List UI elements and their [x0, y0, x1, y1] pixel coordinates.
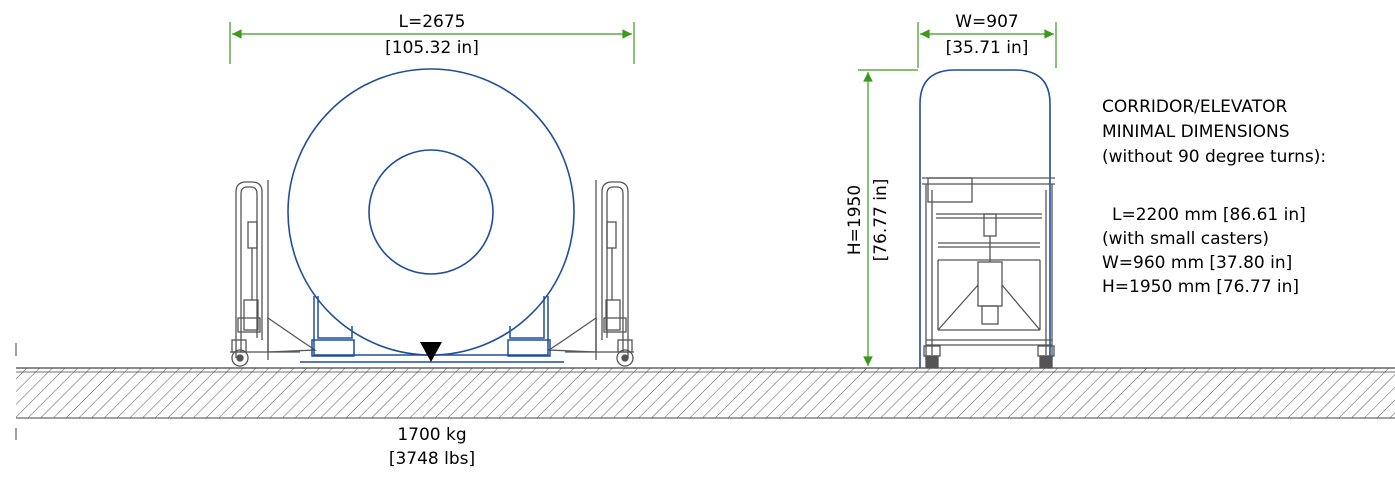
corridor-notes: CORRIDOR/ELEVATOR MINIMAL DIMENSIONS (wi… [1102, 97, 1326, 297]
notes-line-2: (with small casters) [1102, 229, 1269, 249]
front-view [919, 69, 1055, 369]
notes-heading-line-2: MINIMAL DIMENSIONS [1102, 122, 1290, 142]
length-dim-imperial: [105.32 in] [385, 38, 479, 58]
front-frame [922, 177, 1055, 360]
left-lift-bracket [267, 316, 318, 353]
ground-hatch [16, 368, 1395, 418]
front-right-caster [1037, 345, 1055, 369]
length-dim-value: L=2675 [399, 12, 466, 32]
notes-heading-line-1: CORRIDOR/ELEVATOR [1102, 97, 1287, 117]
right-handle-frame [565, 180, 634, 360]
notes-line-4: H=1950 mm [76.77 in] [1102, 277, 1299, 297]
weight-value: 1700 kg [397, 425, 466, 445]
width-dimension: W=907 [35.71 in] [917, 12, 1057, 68]
weight-imperial: [3748 lbs] [389, 449, 475, 469]
height-dim-value: H=1950 [845, 185, 865, 255]
height-dim-imperial: [76.77 in] [871, 179, 891, 262]
width-dim-imperial: [35.71 in] [946, 38, 1029, 58]
coil-inner [368, 149, 494, 275]
front-coil-outline [919, 69, 1051, 368]
notes-heading-line-3: (without 90 degree turns): [1102, 147, 1326, 167]
ground [15, 343, 1395, 440]
left-handle-frame [230, 180, 300, 360]
notes-line-1: L=2200 mm [86.61 in] [1112, 205, 1306, 225]
right-caster [616, 339, 634, 367]
width-dim-value: W=907 [955, 12, 1019, 32]
right-lift-bracket [546, 316, 597, 353]
left-caster [231, 339, 249, 367]
center-of-gravity-marker [420, 342, 442, 362]
side-view [230, 68, 634, 367]
length-dimension: L=2675 [105.32 in] [229, 12, 635, 64]
height-dimension: H=1950 [76.77 in] [845, 69, 918, 366]
front-left-caster [923, 345, 941, 369]
coil-outer [287, 68, 575, 356]
notes-line-3: W=960 mm [37.80 in] [1102, 253, 1292, 273]
